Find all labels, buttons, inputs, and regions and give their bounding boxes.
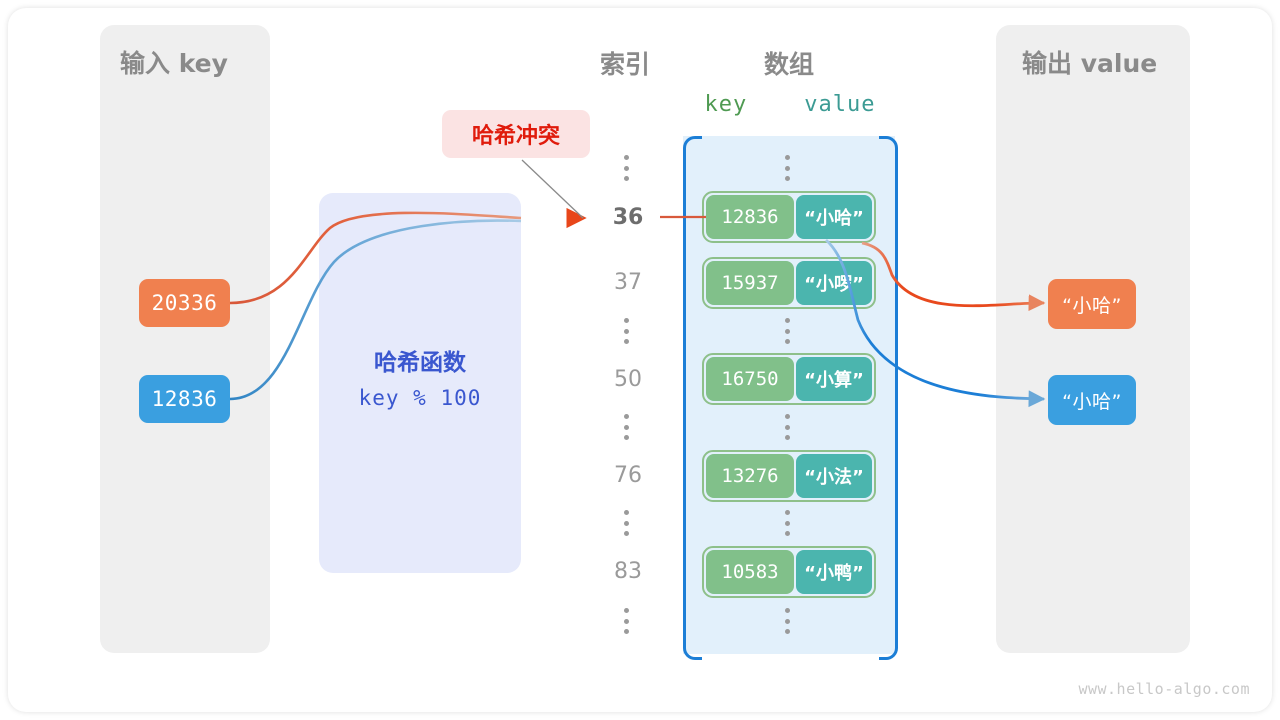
- index-ellipsis-0: [624, 155, 632, 181]
- array-bracket-right: [879, 136, 898, 660]
- array-ellipsis-0: [785, 155, 793, 181]
- output-value-1: “小哈”: [1048, 375, 1136, 425]
- entry-key-2: 16750: [706, 357, 794, 401]
- index-ellipsis-4: [624, 608, 632, 634]
- array-bracket-left: [683, 136, 702, 660]
- input-panel-title: 输入 key: [120, 49, 228, 78]
- index-label-76: 76: [614, 463, 642, 488]
- array-column-title: 数组: [763, 50, 814, 79]
- index-label-36: 36: [612, 205, 644, 230]
- array-entry-76: 13276 “小法”: [702, 450, 876, 502]
- input-key-1: 12836: [139, 375, 230, 423]
- array-ellipsis-3: [785, 510, 793, 536]
- index-column-title: 索引: [599, 50, 650, 79]
- kv-header-key: key: [704, 92, 748, 117]
- output-panel: [996, 25, 1190, 653]
- entry-value-3: “小法”: [796, 454, 872, 498]
- array-ellipsis-2: [785, 414, 793, 440]
- entry-value-4: “小鸭”: [796, 550, 872, 594]
- array-entry-36: 12836 “小哈”: [702, 191, 876, 243]
- entry-key-4: 10583: [706, 550, 794, 594]
- hash-function-title: 哈希函数: [374, 350, 466, 376]
- kv-header-value: value: [804, 92, 876, 117]
- input-key-0: 20336: [139, 279, 230, 327]
- index-ellipsis-3: [624, 510, 632, 536]
- array-ellipsis-1: [785, 318, 793, 344]
- array-ellipsis-4: [785, 608, 793, 634]
- entry-key-3: 13276: [706, 454, 794, 498]
- key-value-header: key value: [700, 92, 880, 117]
- index-label-83: 83: [614, 559, 642, 584]
- entry-key-1: 15937: [706, 261, 794, 305]
- hash-function-expression: key % 100: [358, 386, 482, 410]
- entry-value-2: “小算”: [796, 357, 872, 401]
- entry-value-0: “小哈”: [796, 195, 872, 239]
- index-label-50: 50: [614, 367, 642, 392]
- entry-key-0: 12836: [706, 195, 794, 239]
- array-entry-50: 16750 “小算”: [702, 353, 876, 405]
- hash-collision-badge: 哈希冲突: [442, 110, 590, 158]
- index-label-37: 37: [614, 270, 642, 295]
- watermark: www.hello-algo.com: [1078, 680, 1250, 698]
- output-value-0: “小哈”: [1048, 279, 1136, 329]
- index-ellipsis-1: [624, 318, 632, 344]
- hash-function-box: [319, 193, 521, 573]
- output-panel-title: 输出 value: [1022, 49, 1158, 78]
- index-ellipsis-2: [624, 414, 632, 440]
- array-entry-83: 10583 “小鸭”: [702, 546, 876, 598]
- entry-value-1: “小啰”: [796, 261, 872, 305]
- input-panel: [100, 25, 270, 653]
- array-entry-37: 15937 “小啰”: [702, 257, 876, 309]
